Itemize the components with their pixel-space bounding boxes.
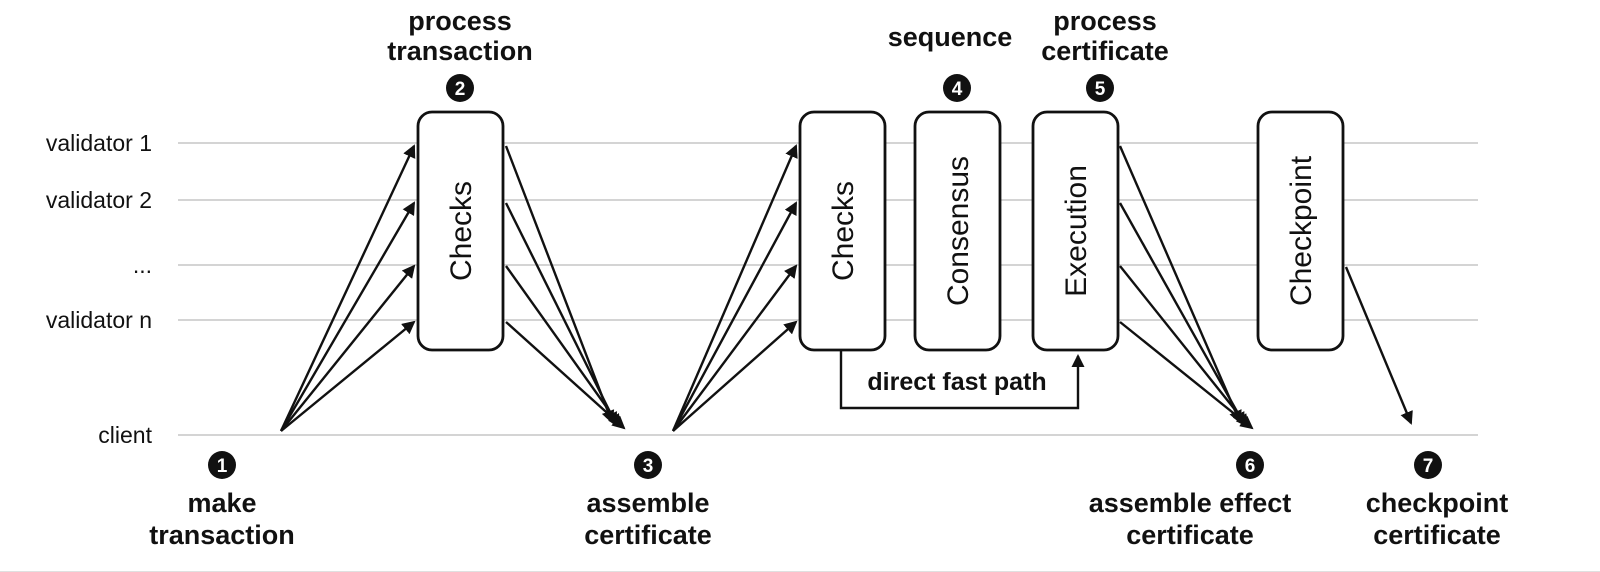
- step-label-assemble-certificate-line1: assemble: [586, 488, 709, 518]
- step-marker-5: [1086, 74, 1114, 102]
- fan-arrows-assemble-certificate: [504, 145, 626, 430]
- arrow-line: [280, 264, 416, 432]
- arrow-line: [505, 265, 622, 428]
- arrow-line: [279, 144, 416, 432]
- step-label-sequence: sequence: [888, 22, 1013, 52]
- arrow-line: [672, 264, 798, 432]
- step-label-process-transaction-line2: transaction: [387, 36, 533, 66]
- step-number-3: 3: [643, 456, 654, 477]
- step-labels: make transaction process transaction ass…: [149, 6, 1508, 550]
- step-label-assemble-certificate-line2: certificate: [584, 520, 712, 550]
- direct-fast-path: direct fast path: [839, 351, 1085, 410]
- step-number-6: 6: [1245, 456, 1256, 477]
- box-consensus: [913, 110, 1002, 352]
- lane-label-validator-2: validator 2: [46, 187, 152, 213]
- direct-fast-path-label: direct fast path: [867, 368, 1046, 396]
- lane-labels: validator 1 validator 2 ... validator n …: [46, 130, 153, 448]
- lane-label-validator-1: validator 1: [46, 130, 152, 156]
- step-marker-4: [943, 74, 971, 102]
- checkpoint-certificate-arrow: [1344, 266, 1413, 425]
- box-checks-1: [416, 110, 505, 352]
- step-marker-2: [446, 74, 474, 102]
- step-number-1: 1: [217, 456, 228, 477]
- box-checkpoint: [1256, 110, 1345, 352]
- arrow-line: [280, 320, 416, 432]
- step-label-process-transaction-line1: process: [408, 6, 512, 36]
- box-label-checkpoint: Checkpoint: [1285, 155, 1318, 306]
- step-number-7: 7: [1423, 456, 1434, 477]
- box-label-consensus: Consensus: [942, 156, 975, 306]
- arrow-line: [279, 201, 416, 432]
- box-label-execution: Execution: [1060, 165, 1093, 297]
- step-number-5: 5: [1095, 79, 1106, 100]
- fan-arrows-submit-certificate: [671, 144, 798, 432]
- arrow-line: [671, 201, 798, 432]
- box-execution: [1031, 110, 1120, 352]
- lane-label-validator-n: validator n: [46, 307, 152, 333]
- lane-label-validator-ellipsis: ...: [133, 252, 152, 278]
- step-label-assemble-effect-certificate-line2: certificate: [1126, 520, 1254, 550]
- step-label-process-certificate-line2: certificate: [1041, 36, 1169, 66]
- step-label-assemble-effect-certificate-line1: assemble effect: [1089, 488, 1292, 518]
- step-marker-3: [634, 451, 662, 479]
- arrow-line: [1118, 202, 1246, 426]
- arrow-line: [671, 144, 798, 432]
- arrow-line: [1119, 265, 1250, 428]
- fan-arrows-assemble-effect-certificate: [1118, 145, 1254, 430]
- arrow-line: [1118, 145, 1242, 424]
- step-label-process-certificate-line1: process: [1053, 6, 1157, 36]
- step-marker-6: [1236, 451, 1264, 479]
- step-marker-7: [1414, 451, 1442, 479]
- arrow-line: [505, 321, 626, 430]
- arrow-line: [504, 145, 615, 424]
- step-label-checkpoint-certificate-line1: checkpoint: [1366, 488, 1509, 518]
- step-marker-1: [208, 451, 236, 479]
- step-number-2: 2: [455, 79, 466, 100]
- arrow-line: [504, 202, 618, 426]
- direct-fast-path-arrow: [839, 351, 1085, 410]
- step-markers: 1 2 3 4 5 6 7: [208, 74, 1442, 479]
- box-label-checks-2: Checks: [827, 181, 860, 281]
- step-label-make-transaction-line1: make: [187, 488, 256, 518]
- step-number-4: 4: [952, 79, 963, 100]
- box-label-checks-1: Checks: [445, 181, 478, 281]
- arrow-line: [672, 320, 798, 432]
- step-label-checkpoint-certificate-line2: certificate: [1373, 520, 1501, 550]
- step-label-make-transaction-line2: transaction: [149, 520, 295, 550]
- protocol-boxes: Checks Checks Consensus Execution Checkp…: [416, 110, 1345, 352]
- fan-arrows-make-transaction: [279, 144, 416, 432]
- lane-label-client: client: [98, 422, 152, 448]
- arrow-line: [1119, 321, 1254, 430]
- box-checks-2: [798, 110, 887, 352]
